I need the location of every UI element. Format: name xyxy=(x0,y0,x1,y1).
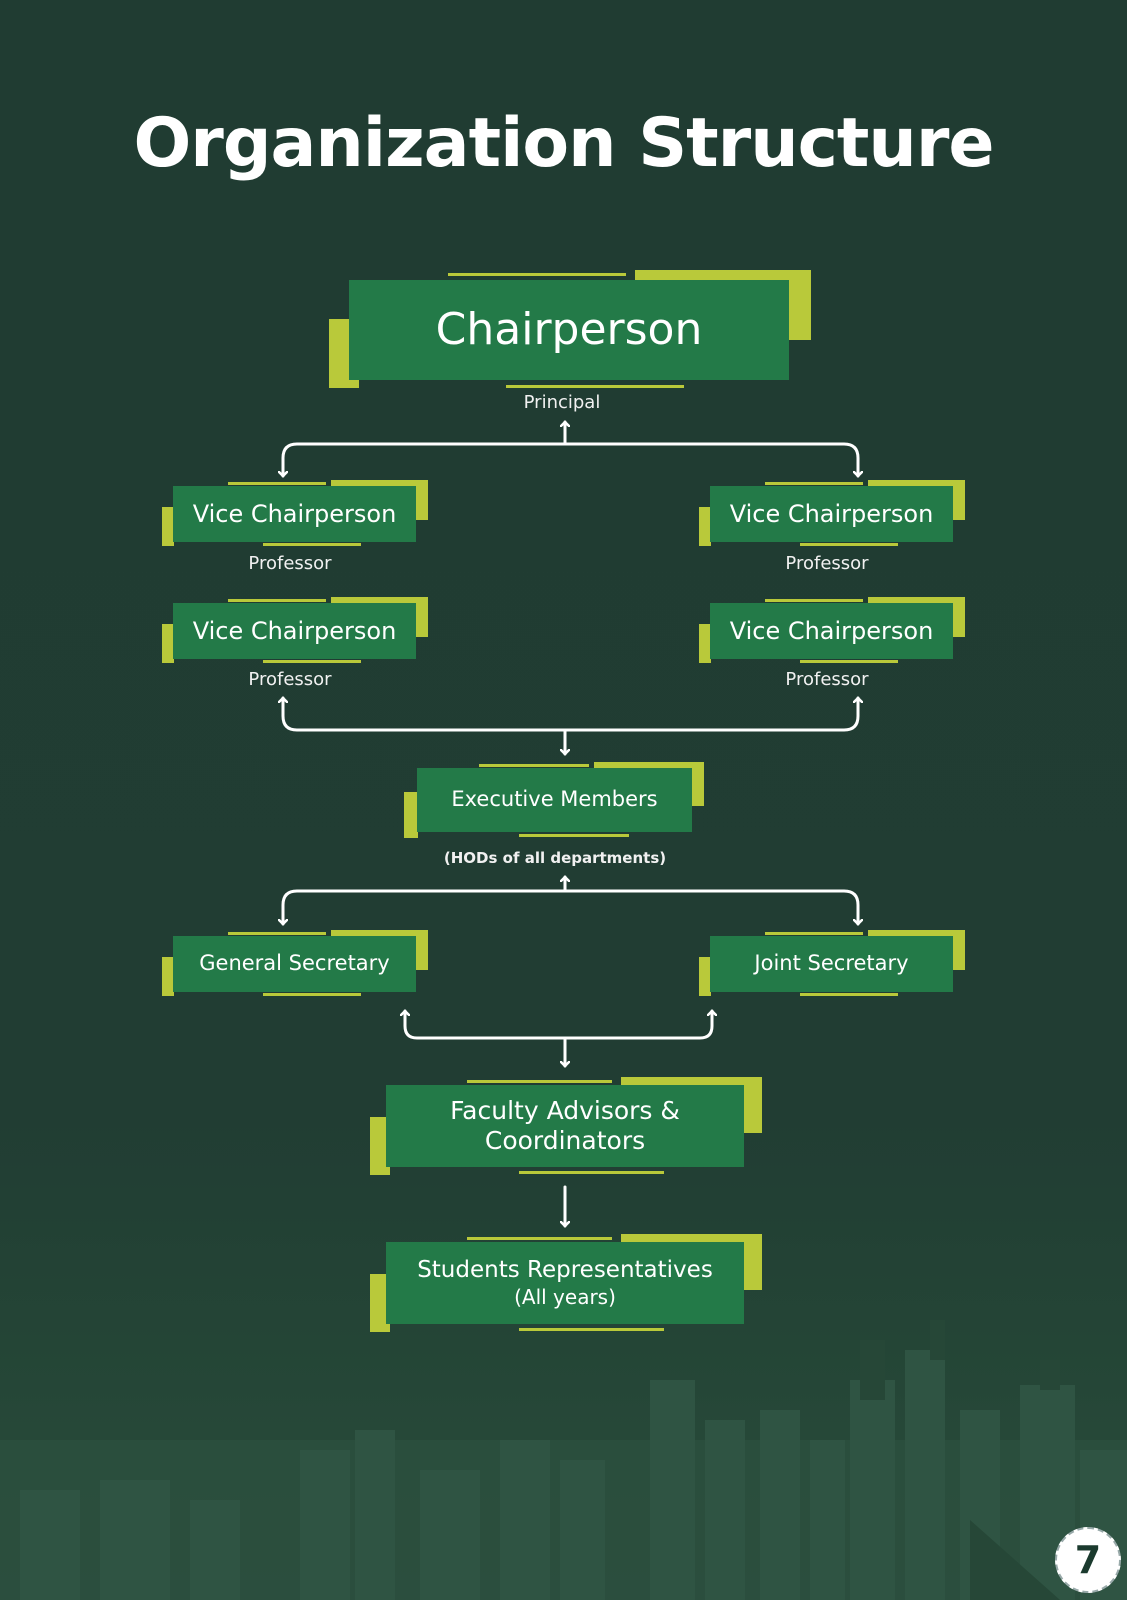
chairperson-label: Chairperson xyxy=(349,280,789,380)
students-representatives-sublabel: (All years) xyxy=(514,1284,616,1309)
node-faculty-advisors: Faculty Advisors & Coordinators xyxy=(370,1077,762,1175)
faculty-advisors-label-line1: Faculty Advisors & xyxy=(450,1096,680,1125)
node-general-secretary: General Secretary xyxy=(162,930,428,996)
node-vice-chairperson-right-1: Vice Chairperson xyxy=(699,480,965,546)
general-secretary-label: General Secretary xyxy=(173,936,416,992)
vice-chairperson-label: Vice Chairperson xyxy=(710,603,953,659)
branch-top xyxy=(281,442,860,476)
node-executive-members: Executive Members xyxy=(404,762,704,838)
branch-secretaries-merge xyxy=(403,1018,714,1040)
chairperson-subtitle: Principal xyxy=(523,392,601,413)
vice-chairperson-label: Vice Chairperson xyxy=(710,486,953,542)
vice-chairperson-subtitle: Professor xyxy=(248,669,332,690)
vice-chairperson-label: Vice Chairperson xyxy=(173,486,416,542)
vice-chairperson-subtitle: Professor xyxy=(248,553,332,574)
vice-chairperson-subtitle: Professor xyxy=(785,553,869,574)
vice-chairperson-subtitle: Professor xyxy=(785,669,869,690)
branch-secretaries xyxy=(281,889,860,923)
students-representatives-label: Students Representatives xyxy=(417,1257,713,1284)
node-vice-chairperson-right-2: Vice Chairperson xyxy=(699,597,965,663)
vice-chairperson-label: Vice Chairperson xyxy=(173,603,416,659)
branch-vice-merge xyxy=(281,698,860,732)
node-vice-chairperson-left-1: Vice Chairperson xyxy=(162,480,428,546)
page-number-badge: 7 xyxy=(1055,1527,1121,1593)
page-title: Organization Structure xyxy=(133,104,994,183)
executive-members-subtitle: (HODs of all departments) xyxy=(443,849,667,867)
faculty-advisors-label-line2: Coordinators xyxy=(484,1126,646,1155)
node-joint-secretary: Joint Secretary xyxy=(699,930,965,996)
node-vice-chairperson-left-2: Vice Chairperson xyxy=(162,597,428,663)
node-chairperson: Chairperson xyxy=(329,270,811,388)
node-students-representatives: Students Representatives (All years) xyxy=(370,1234,762,1332)
city-skyline-background xyxy=(0,1320,1127,1600)
executive-members-label: Executive Members xyxy=(417,768,692,832)
joint-secretary-label: Joint Secretary xyxy=(710,936,953,992)
